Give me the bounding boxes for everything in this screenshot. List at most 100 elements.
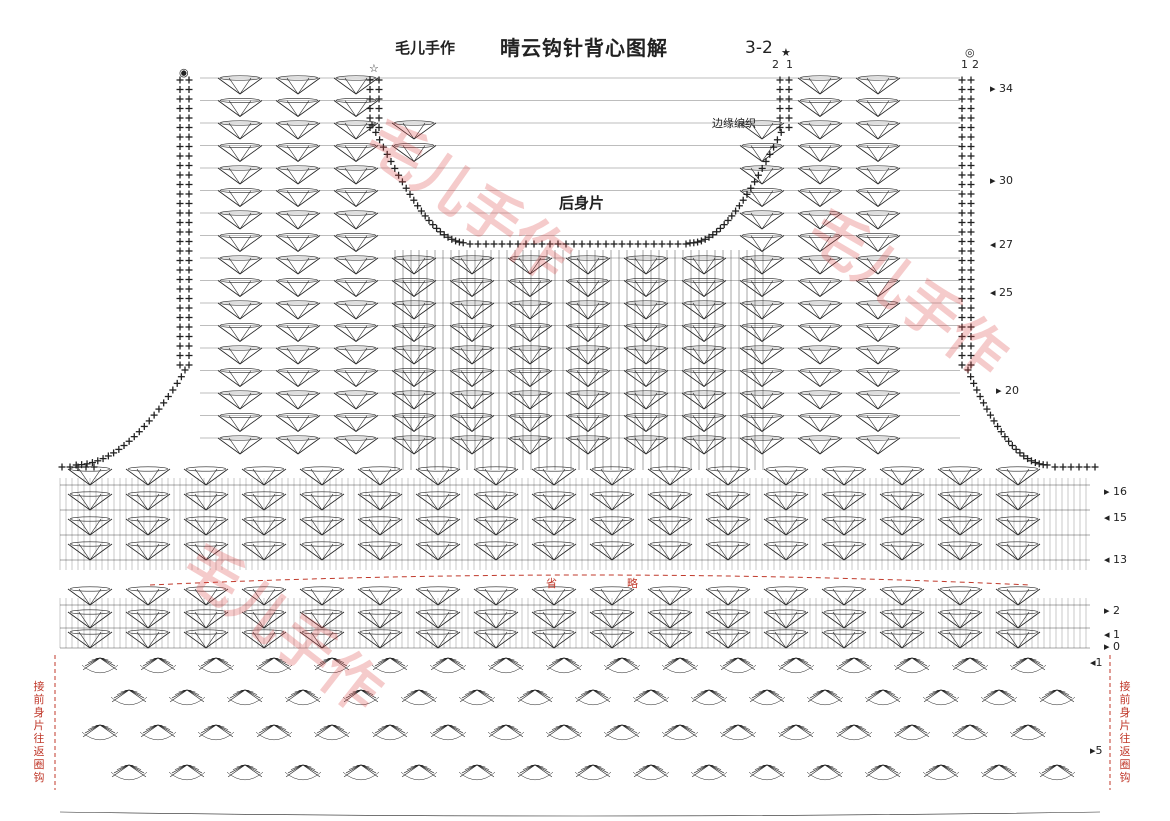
shell-stitch <box>879 466 925 486</box>
single-crochet <box>967 76 975 84</box>
shell-stitch <box>879 609 925 629</box>
single-crochet <box>967 247 975 255</box>
single-crochet <box>421 212 429 220</box>
single-crochet <box>785 76 793 84</box>
row-number: ◂ 15 <box>1104 511 1127 524</box>
shell-stitch <box>739 143 785 162</box>
row-number: ▸ 30 <box>990 174 1013 187</box>
single-crochet <box>990 417 998 425</box>
fan-stitch <box>922 764 960 781</box>
single-crochet <box>366 86 374 93</box>
shell-stitch <box>473 541 519 561</box>
shell-stitch <box>681 277 727 297</box>
row-number: ▸ 16 <box>1104 485 1127 498</box>
shell-stitch <box>299 466 345 486</box>
single-crochet <box>967 152 975 160</box>
shell-stitch <box>705 629 751 649</box>
single-crochet <box>176 342 184 350</box>
shell-stitch <box>333 345 379 365</box>
single-crochet <box>709 231 717 239</box>
shell-stitch <box>217 277 263 297</box>
shell-stitch <box>797 143 843 162</box>
single-crochet <box>967 181 975 188</box>
row-number: ▸ 2 <box>1104 604 1120 617</box>
single-crochet <box>185 124 193 131</box>
shell-stitch <box>449 277 495 297</box>
row-number-text: 13 <box>1113 553 1128 566</box>
single-crochet <box>1024 455 1032 463</box>
shell-stitch <box>275 390 321 410</box>
shell-stitch <box>333 98 379 117</box>
shell-stitch <box>449 345 495 365</box>
single-crochet <box>185 314 193 321</box>
single-crochet <box>185 266 193 274</box>
single-crochet <box>176 152 184 160</box>
single-crochet <box>642 240 650 248</box>
single-crochet <box>694 238 702 246</box>
shell-stitch <box>507 390 553 410</box>
shell-stitch <box>623 322 669 342</box>
fan-stitch <box>1009 724 1047 741</box>
single-crochet <box>554 240 562 248</box>
single-crochet <box>82 463 90 471</box>
single-crochet <box>958 314 966 321</box>
single-crochet <box>967 95 975 103</box>
shell-stitch <box>855 143 901 162</box>
single-crochet <box>387 157 395 165</box>
shell-stitch <box>333 390 379 410</box>
single-crochet <box>776 114 784 122</box>
single-crochet <box>970 379 978 387</box>
shell-stitch <box>217 300 263 320</box>
single-crochet <box>176 276 184 283</box>
shell-stitch <box>391 390 437 410</box>
shell-stitch <box>647 629 693 649</box>
single-crochet <box>967 133 975 141</box>
shell-stitch <box>797 165 843 185</box>
shell-stitch <box>855 255 901 275</box>
shell-stitch <box>125 609 171 629</box>
shell-stitch <box>855 120 901 140</box>
single-crochet <box>185 295 193 302</box>
fan-stitch <box>197 657 235 674</box>
single-crochet <box>701 235 709 243</box>
shell-stitch <box>275 435 321 455</box>
single-crochet <box>514 240 522 248</box>
single-crochet <box>176 247 184 255</box>
row-number: ◂ 25 <box>990 286 1013 299</box>
shell-stitch <box>855 277 901 297</box>
join-note-left: 接前身片往返圈钩 <box>33 680 45 784</box>
single-crochet <box>448 235 456 243</box>
shell-stitch <box>647 541 693 561</box>
single-crochet <box>176 323 184 331</box>
single-crochet <box>674 240 682 248</box>
shell-stitch <box>797 210 843 230</box>
single-crochet <box>125 437 133 445</box>
shell-stitch <box>275 75 321 95</box>
shell-stitch <box>995 586 1041 606</box>
shell-stitch <box>275 188 321 207</box>
single-crochet <box>1091 463 1099 471</box>
single-crochet <box>176 304 184 312</box>
shell-stitch <box>855 165 901 185</box>
shell-stitch <box>275 165 321 185</box>
fan-stitch <box>168 689 206 706</box>
shell-stitch <box>565 390 611 410</box>
single-crochet <box>185 133 193 141</box>
single-crochet <box>1008 442 1016 450</box>
fan-stitch <box>400 689 438 706</box>
single-crochet <box>562 240 570 248</box>
shell-stitch <box>333 210 379 230</box>
row-arrow-icon: ▸ <box>996 384 1006 397</box>
single-crochet <box>490 240 498 248</box>
single-crochet <box>185 181 193 188</box>
shell-stitch <box>705 466 751 486</box>
single-crochet <box>375 124 383 131</box>
single-crochet <box>436 228 444 236</box>
single-crochet <box>185 285 193 293</box>
shell-stitch <box>391 412 437 432</box>
fan-stitch <box>226 764 264 781</box>
fan-stitch <box>168 764 206 781</box>
shell-stitch <box>705 516 751 536</box>
shell-stitch <box>565 300 611 320</box>
shell-stitch <box>739 300 785 320</box>
